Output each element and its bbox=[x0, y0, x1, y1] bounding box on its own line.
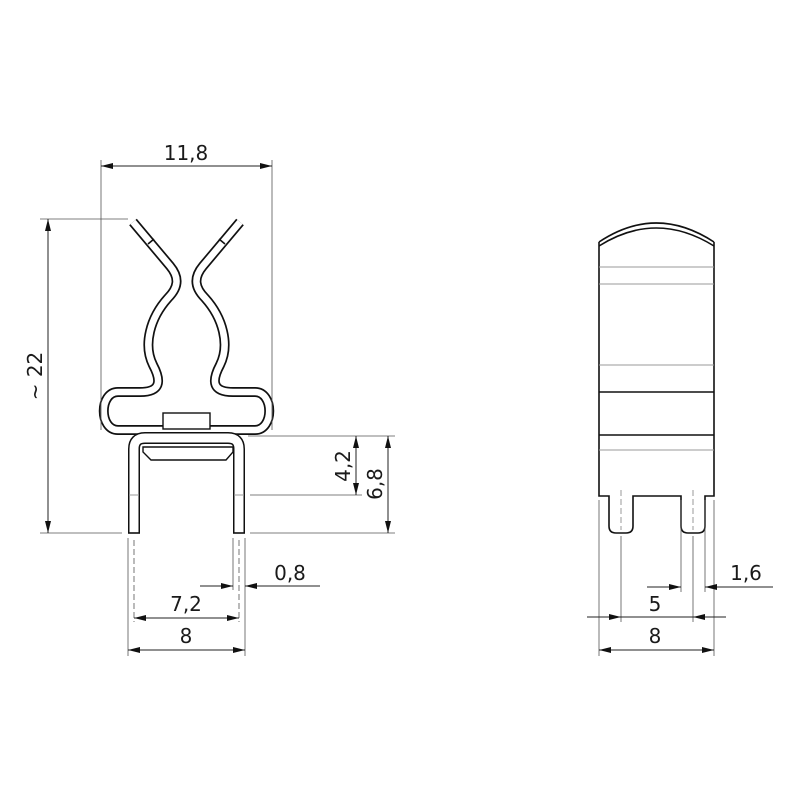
dim-pin-spacing-label: 7,2 bbox=[170, 592, 202, 616]
clip-spring bbox=[98, 218, 275, 435]
dim-front-width-label: 8 bbox=[649, 624, 662, 648]
dim-front-pin-width-label: 1,6 bbox=[730, 561, 762, 585]
side-view: 11,8 ~ 22 4,2 6,8 0,8 7,2 8 bbox=[23, 141, 395, 656]
dim-pin-thickness-label: 0,8 bbox=[274, 561, 306, 585]
clip-pins bbox=[128, 432, 245, 534]
dim-pin-outer-label: 8 bbox=[180, 624, 193, 648]
dim-pin-upper-label: 4,2 bbox=[331, 450, 355, 482]
front-view: 1,6 5 8 bbox=[587, 222, 773, 656]
dim-height-label: ~ 22 bbox=[23, 352, 47, 401]
dim-width-label: 11,8 bbox=[164, 141, 209, 165]
dim-front-pitch-label: 5 bbox=[649, 592, 662, 616]
dim-pin-total-label: 6,8 bbox=[363, 468, 387, 500]
